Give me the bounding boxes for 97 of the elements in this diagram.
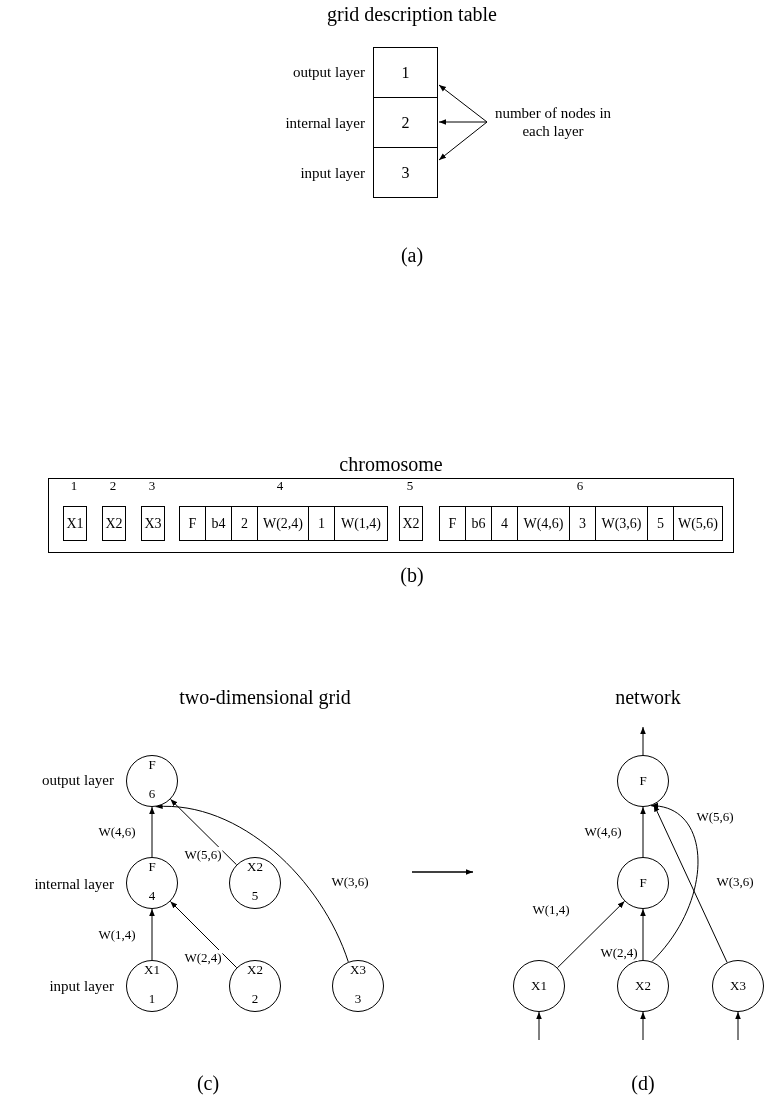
node-label: F: [148, 758, 156, 772]
gene-number: 1: [70, 478, 78, 494]
arrow: [557, 900, 625, 969]
arrow: [438, 121, 488, 161]
row-label: output layer: [292, 63, 365, 81]
node-label: F: [639, 876, 647, 890]
arrow: [640, 806, 646, 858]
arrow: [653, 804, 728, 963]
gene-number: 6: [576, 478, 584, 494]
arrow: [149, 908, 155, 961]
gene-number: 3: [148, 478, 156, 494]
arrow: [438, 119, 488, 125]
arrow: [149, 806, 155, 858]
gene-cell: W(2,4): [257, 506, 309, 541]
arrow: [438, 84, 488, 123]
row-label: input layer: [300, 164, 365, 182]
table-cell: 2: [373, 97, 438, 148]
neuron-circle: [229, 960, 281, 1012]
gene-cell: b6: [465, 506, 492, 541]
arrow: [735, 1011, 741, 1041]
node-label: 6: [148, 787, 156, 801]
edge-label: W(5,6): [695, 809, 735, 825]
node-label: 5: [251, 889, 259, 903]
annotation-text: number of nodes in each layer: [487, 104, 619, 140]
gene-cell: W(4,6): [517, 506, 570, 541]
gene-cell: 3: [569, 506, 596, 541]
node-label: X1: [531, 979, 547, 993]
gene-cell: F: [439, 506, 466, 541]
arrow: [170, 798, 237, 866]
gene-number: 4: [276, 478, 284, 494]
gene-cell: W(5,6): [673, 506, 723, 541]
arrow: [640, 908, 646, 961]
gene-cell: X2: [102, 506, 126, 541]
node-label: X3: [730, 979, 746, 993]
arrow: [640, 1011, 646, 1041]
gene-cell: W(3,6): [595, 506, 648, 541]
edge-label: W(2,4): [183, 950, 223, 966]
neuron-circle: [126, 857, 178, 909]
gene-cell: 2: [231, 506, 258, 541]
row-label: output layer: [41, 771, 114, 789]
gene-number: 5: [406, 478, 414, 494]
node-label: X1: [144, 963, 160, 977]
neuron-circle: [617, 857, 669, 909]
gene-cell: X2: [399, 506, 423, 541]
arrow: [640, 726, 646, 756]
node-label: X2: [247, 963, 263, 977]
panel-caption: (a): [400, 243, 424, 267]
edge-label: W(4,6): [583, 824, 623, 840]
table-cell: 3: [373, 147, 438, 198]
neuron-circle: [617, 960, 669, 1012]
gene-cell: 1: [308, 506, 335, 541]
panel-caption: (b): [400, 563, 424, 587]
node-label: X3: [350, 963, 366, 977]
edge-label: W(1,4): [97, 927, 137, 943]
gene-cell: b4: [205, 506, 232, 541]
edge-label: W(3,6): [715, 874, 755, 890]
gene-cell: 5: [647, 506, 674, 541]
arrow: [169, 900, 238, 969]
neuron-circle: [513, 960, 565, 1012]
edge-label: W(5,6): [183, 847, 223, 863]
box-heading: chromosome: [338, 452, 444, 476]
panel-heading: network: [615, 685, 681, 709]
neuron-circle: [617, 755, 669, 807]
row-label: internal layer: [285, 114, 365, 132]
neuron-circle: [126, 960, 178, 1012]
edge-label: W(2,4): [599, 945, 639, 961]
arrow: [536, 1011, 542, 1041]
gene-number: 2: [109, 478, 117, 494]
node-label: F: [639, 774, 647, 788]
node-label: X2: [247, 860, 263, 874]
edge-label: W(4,6): [97, 824, 137, 840]
node-label: 1: [148, 992, 156, 1006]
node-label: 2: [251, 992, 259, 1006]
node-label: F: [148, 860, 156, 874]
node-label: 4: [148, 889, 156, 903]
gene-cell: X3: [141, 506, 165, 541]
arrow: [155, 803, 349, 963]
neuron-circle: [712, 960, 764, 1012]
edge-label: W(1,4): [531, 902, 571, 918]
neuron-circle: [229, 857, 281, 909]
node-label: 3: [354, 992, 362, 1006]
neuron-circle: [332, 960, 384, 1012]
gene-cell: W(1,4): [334, 506, 388, 541]
gene-cell: 4: [491, 506, 518, 541]
neuron-circle: [126, 755, 178, 807]
panel-caption: (d): [631, 1071, 655, 1095]
panel-heading: two-dimensional grid: [179, 685, 351, 709]
edge-label: W(3,6): [330, 874, 370, 890]
panel-caption: (c): [196, 1071, 220, 1095]
arrow: [650, 803, 699, 963]
gene-cell: X1: [63, 506, 87, 541]
panel-heading: grid description table: [327, 2, 497, 26]
gene-cell: F: [179, 506, 206, 541]
row-label: internal layer: [34, 875, 114, 893]
row-label: input layer: [49, 977, 114, 995]
table-cell: 1: [373, 47, 438, 98]
node-label: X2: [635, 979, 651, 993]
